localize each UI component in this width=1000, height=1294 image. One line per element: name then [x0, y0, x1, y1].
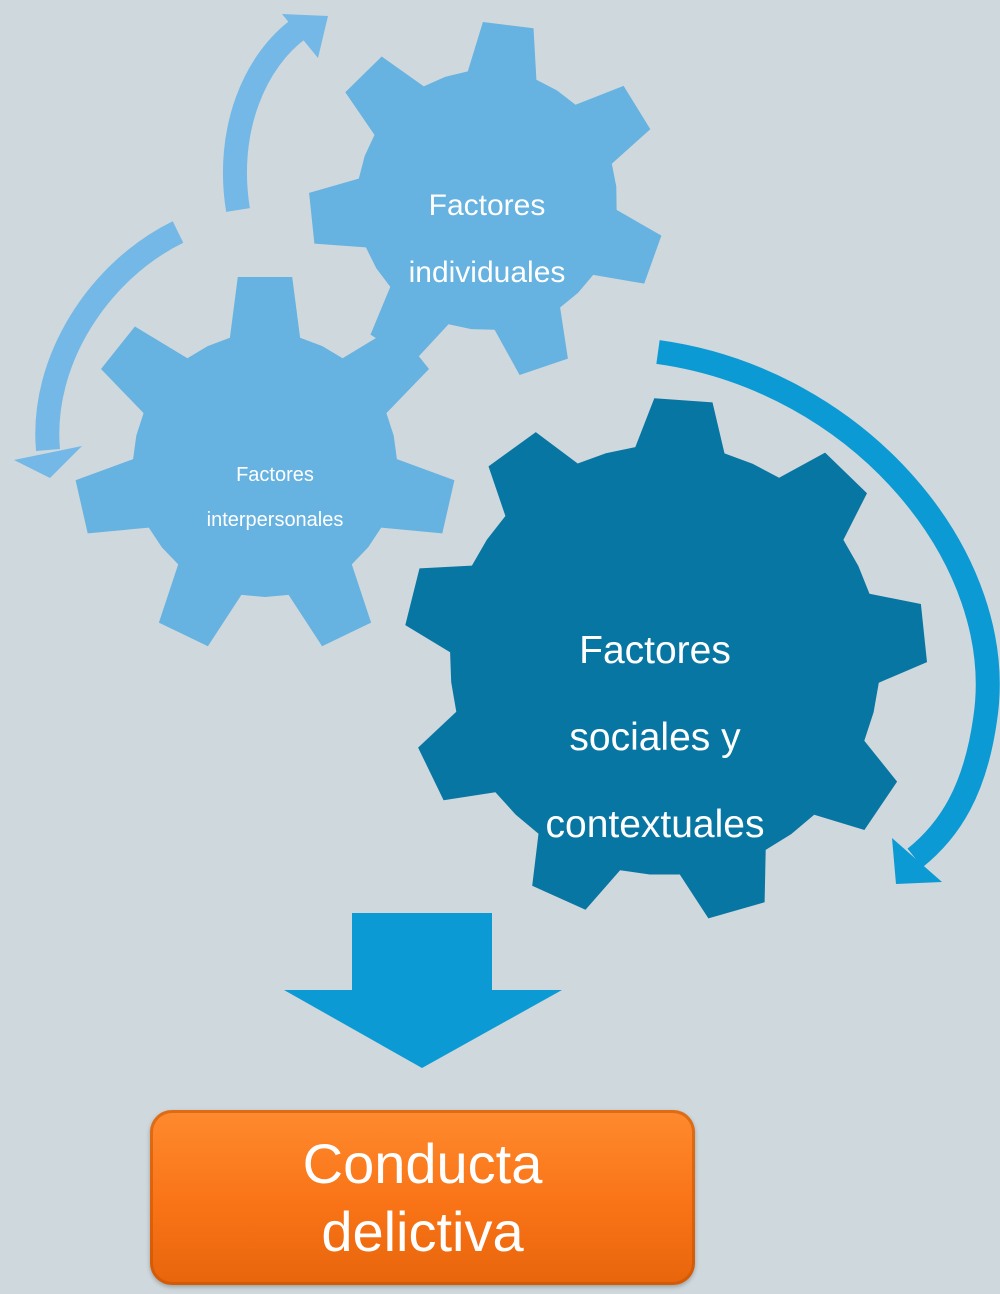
gear-label-individual-line-2: individuales: [408, 255, 566, 289]
gear-label-social-line-2: sociales y: [569, 716, 741, 760]
cycle-arrow-right: [656, 340, 1000, 868]
result-label-line-1: Conducta: [302, 1132, 543, 1196]
gear-label-interpersonal-line-1: Factores: [236, 464, 314, 487]
gear-label-interpersonal: Factores interpersonales: [170, 442, 380, 554]
gear-label-social-line-3: contextuales: [545, 803, 765, 847]
result-label-line-2: delictiva: [321, 1199, 524, 1263]
cycle-arrow-top: [223, 18, 308, 212]
gear-label-individual-line-1: Factores: [428, 188, 546, 222]
cycle-arrow-left: [35, 221, 184, 452]
cycle-arrow-right-head: [892, 838, 942, 884]
gear-interpersonal: [75, 277, 455, 647]
down-arrow: [284, 913, 562, 1068]
gear-social: [405, 398, 927, 919]
gear-social-shape: [405, 398, 927, 919]
gear-individual: [309, 22, 662, 375]
gear-label-interpersonal-line-2: interpersonales: [206, 509, 344, 532]
cycle-arrow-left-head: [14, 446, 82, 478]
cycle-arrow-top-head: [282, 14, 328, 58]
gear-label-social: Factores sociales y contextuales: [505, 585, 805, 891]
gear-individual-shape: [309, 22, 662, 375]
gear-interpersonal-shape: [75, 277, 455, 647]
result-box: Conducta delictiva: [150, 1110, 695, 1285]
gear-label-individual: Factores individuales: [372, 155, 602, 323]
gear-label-social-line-1: Factores: [579, 628, 731, 672]
